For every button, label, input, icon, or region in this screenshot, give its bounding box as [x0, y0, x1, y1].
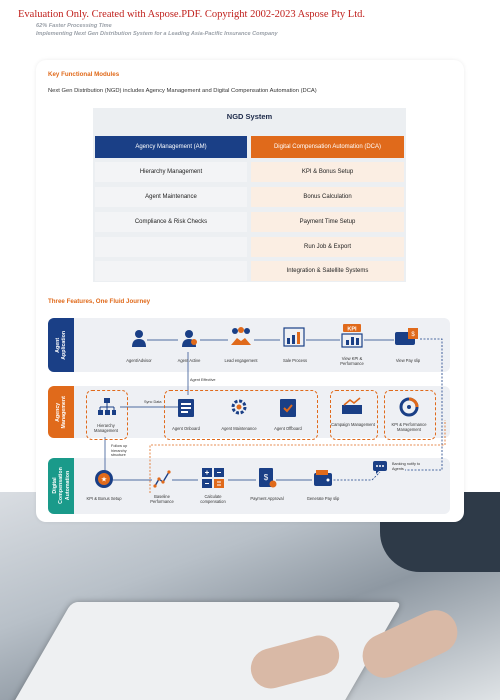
lane-label: Digital Compensation Automation — [48, 458, 74, 514]
svg-text:$: $ — [264, 473, 269, 482]
agent-effective-label: Agent Effective — [190, 378, 216, 382]
banking-notify-label: Banking notify to Agents — [392, 462, 421, 471]
step-label: KPI & Bonus Setup — [86, 496, 122, 501]
step-label: KPI & Performance Management — [391, 422, 427, 433]
step-label: Agent Active — [177, 358, 201, 363]
onboard-icon — [176, 396, 196, 418]
am-cell: Compliance & Risk Checks — [95, 212, 247, 232]
step-label: Campaign Management — [331, 422, 375, 427]
step-label: Agent/Advisor — [126, 358, 152, 363]
dashed-group — [164, 390, 318, 440]
column-header-am: Agency Management (AM) — [95, 136, 247, 158]
step-label: Hierarchy Management — [94, 423, 118, 434]
dca-cell: KPI & Bonus Setup — [251, 162, 404, 182]
step-label: Sale Process — [282, 358, 308, 363]
column-header-dca: Digital Compensation Automation (DCA) — [251, 136, 404, 158]
bonus-setup-icon: ★ — [93, 468, 115, 490]
dca-cell: Payment Time Setup — [251, 212, 404, 232]
gear-icon — [228, 396, 250, 418]
payment-approval-icon: $ — [256, 466, 278, 490]
dashed-group — [86, 390, 128, 440]
am-cell-empty — [95, 261, 247, 281]
agent-active-icon — [180, 328, 198, 348]
kpi-icon: KPI — [340, 323, 364, 348]
agent-advisor-icon — [130, 328, 148, 348]
hierarchy-icon — [96, 396, 118, 418]
step-label: Baseline Performance — [150, 494, 174, 505]
follow-up-label: Follow up hierarchy structure — [111, 444, 128, 458]
ngd-table-title: NGD System — [226, 112, 273, 121]
svg-text:★: ★ — [101, 476, 107, 484]
campaign-icon — [340, 396, 364, 416]
calculator-icon — [200, 466, 226, 490]
performance-icon — [398, 396, 420, 418]
step-label: View KPI & Performance — [340, 356, 364, 367]
sale-process-icon — [282, 326, 306, 348]
sync-data-label: Sync Data — [144, 400, 162, 404]
wallet-icon — [312, 468, 334, 488]
dca-cell: Integration & Satellite Systems — [251, 261, 404, 281]
lane-label: Agent Application — [48, 318, 74, 372]
step-label: Calculate compensation — [200, 494, 226, 505]
lane-label: Agency Management — [48, 386, 74, 438]
watermark-text: Evaluation Only. Created with Aspose.PDF… — [18, 9, 366, 20]
step-label: View Pay slip — [395, 358, 421, 363]
step-label: Generate Pay slip — [306, 496, 340, 501]
am-cell-empty — [95, 237, 247, 257]
step-label: Payment Approval — [250, 496, 284, 501]
dca-cell: Run Job & Export — [251, 237, 404, 257]
dashed-group — [384, 390, 436, 440]
lead-engagement-icon — [228, 326, 254, 348]
dashed-group — [330, 390, 378, 440]
baseline-icon — [152, 468, 172, 490]
am-cell: Agent Maintenance — [95, 187, 247, 207]
dca-cell: Bonus Calculation — [251, 187, 404, 207]
step-label: Lead engagement — [224, 358, 258, 363]
notification-icon — [372, 460, 388, 474]
step-label: Agent Maintenance — [221, 426, 257, 431]
svg-text:$: $ — [411, 332, 415, 338]
modules-title: Key Functional Modules — [48, 71, 120, 78]
header-title: Implementing Next Gen Distribution Syste… — [36, 31, 278, 37]
step-label: Agent Offboard — [274, 426, 302, 431]
svg-text:KPI: KPI — [347, 327, 357, 333]
step-label: Agent Onboard — [172, 426, 200, 431]
header-subtitle: 62% Faster Processing Time — [36, 23, 112, 29]
pay-slip-icon: $ — [394, 326, 420, 348]
offboard-icon — [278, 396, 298, 418]
journey-title: Three Features, One Fluid Journey — [48, 298, 151, 305]
modules-intro: Next Gen Distribution (NGD) includes Age… — [48, 88, 317, 94]
am-cell: Hierarchy Management — [95, 162, 247, 182]
